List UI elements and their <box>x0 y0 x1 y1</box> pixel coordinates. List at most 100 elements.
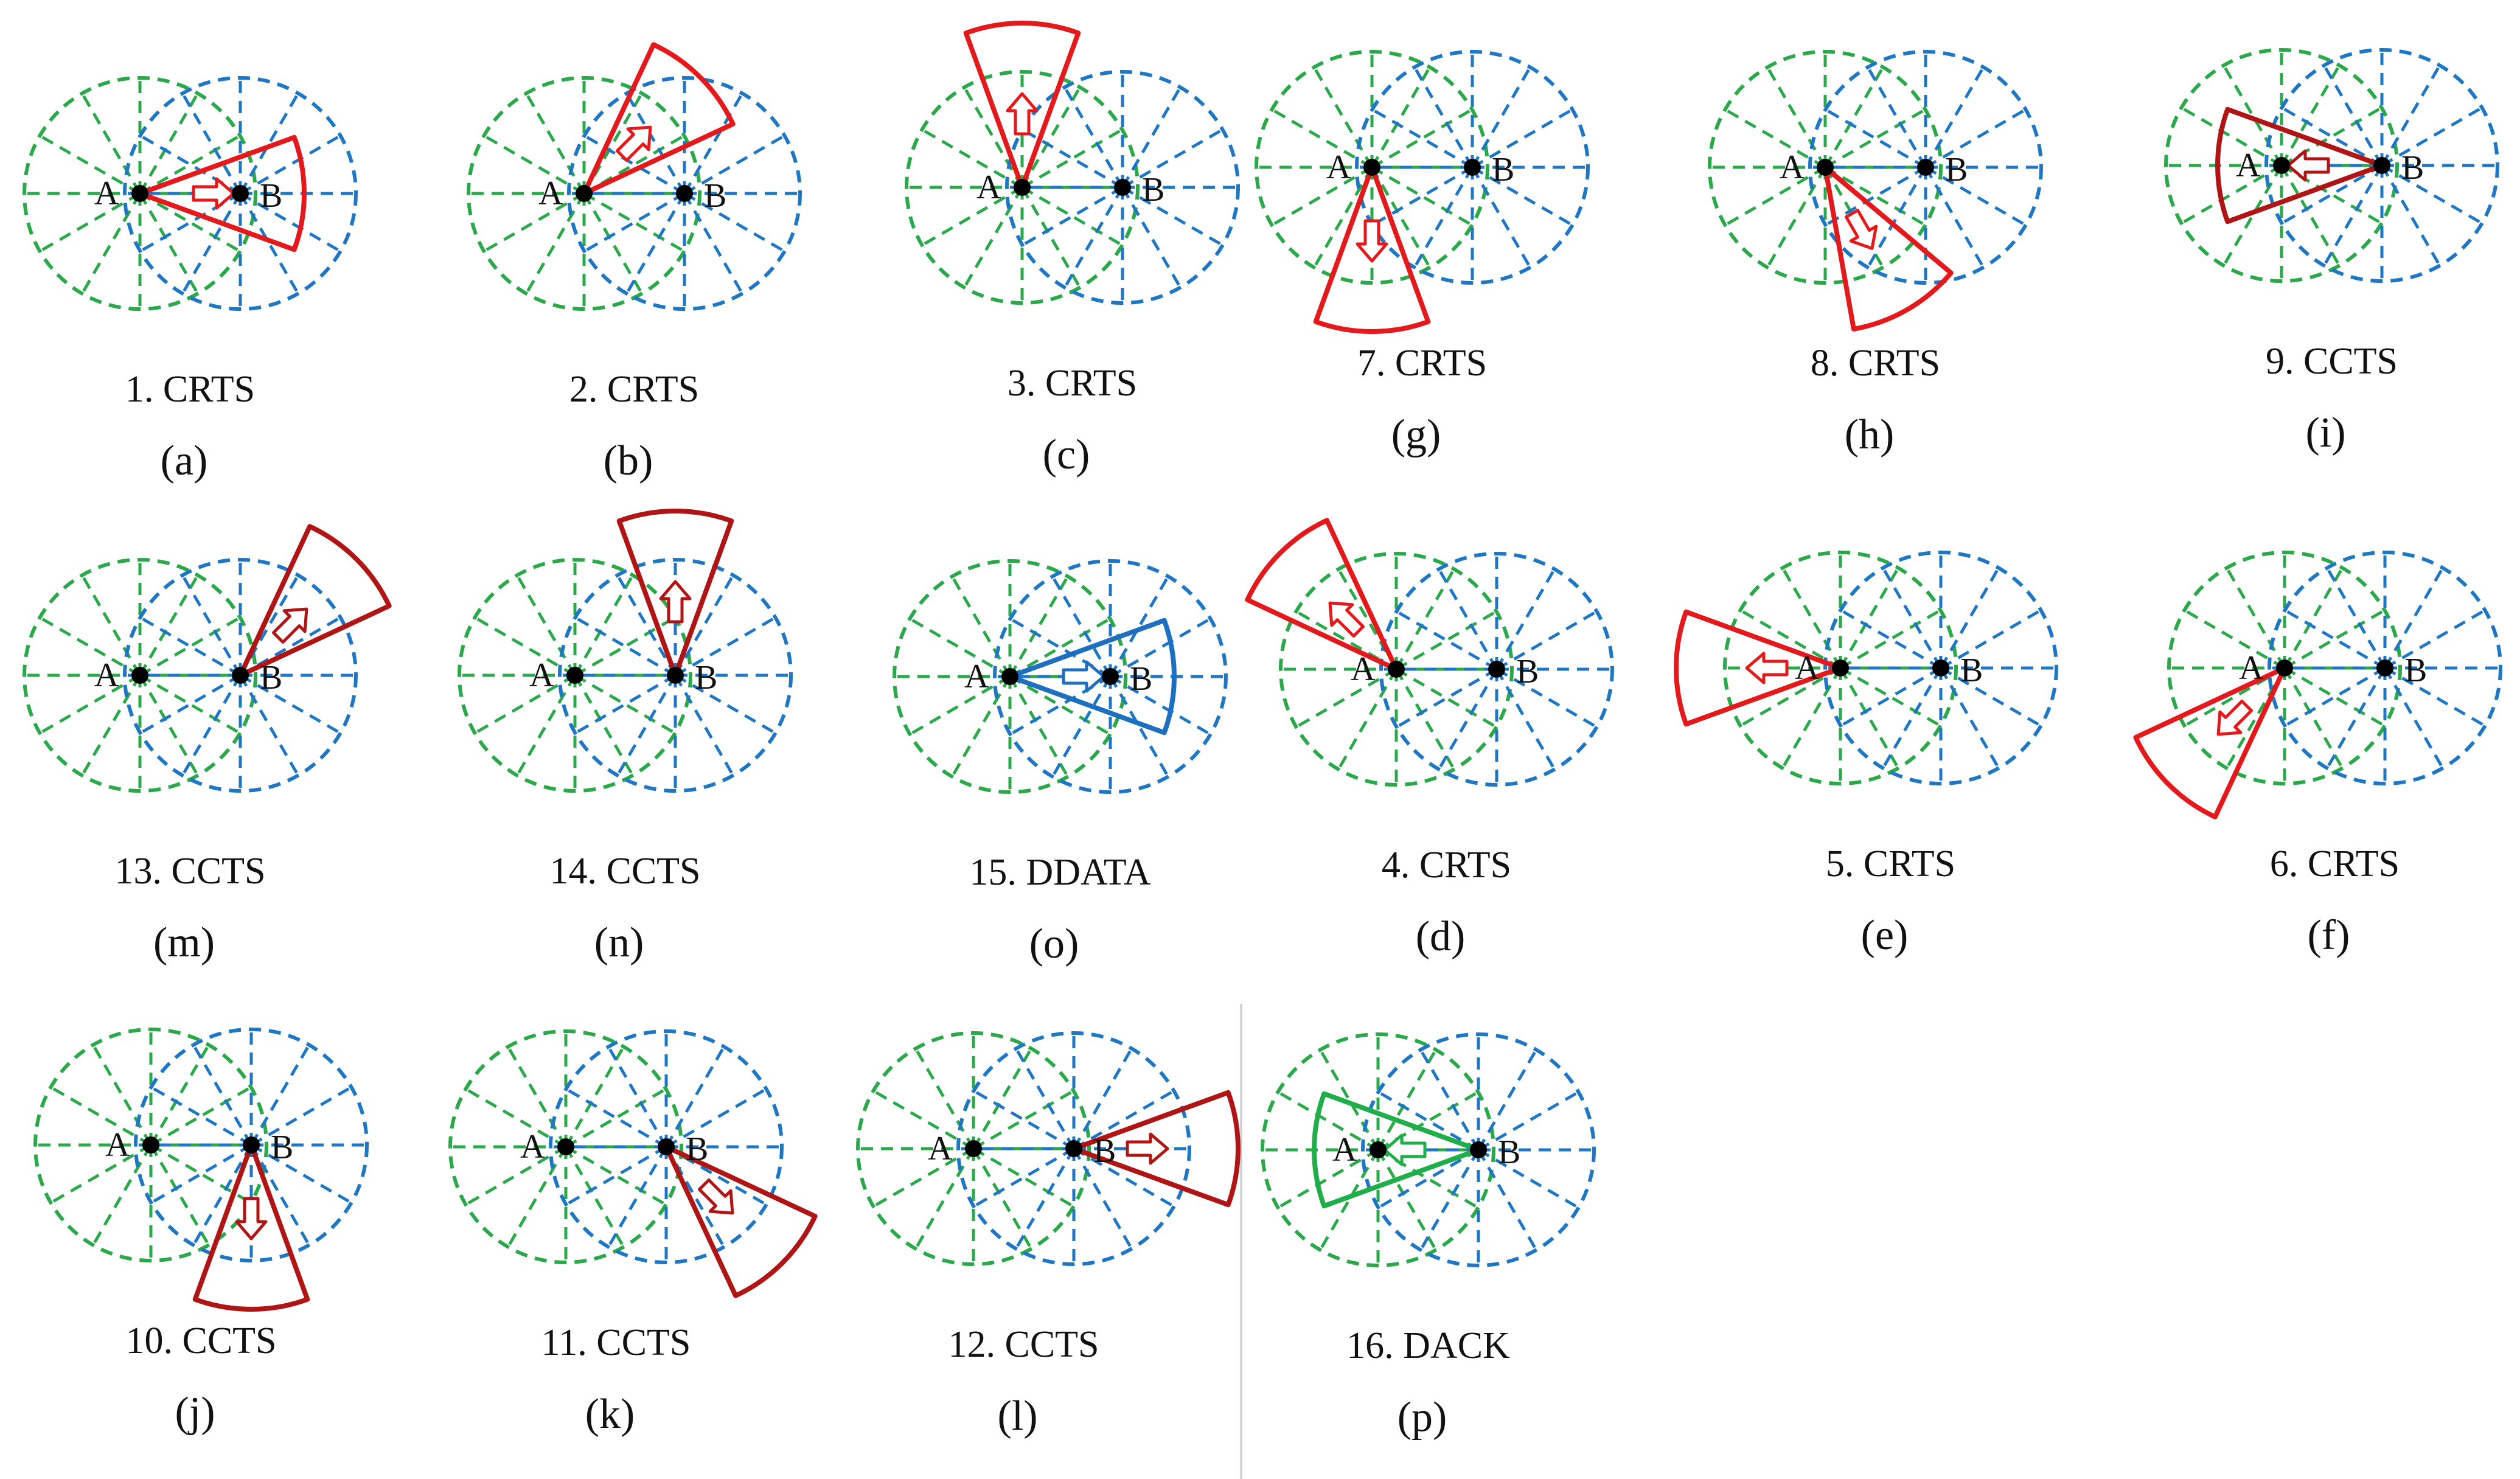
node-a-range <box>1723 551 1958 785</box>
node-a-range <box>1261 1032 1495 1267</box>
beam-sector <box>1313 165 1431 334</box>
direction-arrow-icon <box>1745 652 1789 684</box>
beam-sector <box>582 42 736 196</box>
panel-caption: 10. CCTS <box>125 1320 276 1362</box>
panel-caption: 2. CRTS <box>569 369 699 410</box>
beam-sector <box>2133 666 2287 820</box>
node-b-dot <box>1102 668 1119 685</box>
node-a-dot <box>1388 661 1405 678</box>
panel-sublabel: (i) <box>2305 409 2345 456</box>
panel-caption: 5. CRTS <box>1826 843 1955 885</box>
panel-sublabel: (d) <box>1416 913 1466 960</box>
node-a-dot <box>2276 659 2293 677</box>
node-b-range <box>1355 50 1590 285</box>
node-b-dot <box>232 667 249 684</box>
node-b-label: B <box>695 659 717 697</box>
node-a-range <box>33 1028 268 1262</box>
panel-sublabel: (g) <box>1391 411 1441 458</box>
panel-sublabel: (n) <box>594 919 644 966</box>
direction-arrow-icon <box>615 125 652 162</box>
direction-arrow-icon <box>1006 92 1039 136</box>
node-a-range <box>2164 48 2399 283</box>
node-a-label: A <box>94 175 119 212</box>
beam-sector <box>664 1144 818 1298</box>
node-a-label: A <box>105 1126 130 1164</box>
node-a-range <box>458 558 692 793</box>
direction-arrow-icon <box>1383 1133 1427 1166</box>
panel-sublabel: (m) <box>153 919 215 966</box>
node-b-label: B <box>1960 652 1983 689</box>
node-a-label: A <box>976 169 1001 206</box>
node-b-label: B <box>2401 149 2424 187</box>
beam-sector <box>238 524 392 678</box>
panel-sublabel: (p) <box>1397 1394 1447 1441</box>
beam-sector <box>2215 106 2384 224</box>
node-b-range <box>549 1029 784 1264</box>
node-b-range <box>123 558 358 793</box>
panel-caption: 16. DACK <box>1346 1325 1510 1366</box>
node-b-label: B <box>1516 653 1539 691</box>
direction-arrow-icon <box>271 607 308 644</box>
node-b-label: B <box>1498 1133 1520 1171</box>
beam-sector <box>1312 1091 1481 1209</box>
node-b-label: B <box>1093 1132 1116 1170</box>
node-b-dot <box>243 1136 260 1154</box>
node-b-label: B <box>1492 151 1514 189</box>
node-a-label: A <box>1326 148 1351 186</box>
direction-arrow-icon <box>1062 660 1105 693</box>
node-b-label: B <box>1130 660 1152 698</box>
node-b-range <box>1823 551 2058 785</box>
panel-sublabel: (o) <box>1029 920 1079 967</box>
node-a-dot <box>566 667 583 684</box>
panel-sublabel: (b) <box>604 437 653 484</box>
panel-sublabel: (c) <box>1043 431 1090 478</box>
node-b-label: B <box>686 1130 708 1168</box>
node-b-label: B <box>2404 652 2427 689</box>
node-a-label: A <box>2239 649 2264 687</box>
node-b-range <box>567 76 802 311</box>
node-b-label: B <box>260 177 282 215</box>
node-b-label: B <box>1945 151 1968 189</box>
node-b-range <box>2268 551 2502 785</box>
node-a-label: A <box>94 656 119 694</box>
node-b-dot <box>1932 659 1949 677</box>
node-a-range <box>1255 50 1489 285</box>
node-a-dot <box>2273 157 2290 174</box>
panel-sublabel: (l) <box>997 1393 1037 1439</box>
panel-caption: 7. CRTS <box>1357 343 1487 384</box>
node-a-dot <box>1817 159 1834 176</box>
node-a-label: A <box>2236 147 2261 184</box>
panel-sublabel: (h) <box>1845 411 1895 458</box>
node-a-dot <box>131 185 148 202</box>
node-b-dot <box>1917 159 1934 176</box>
node-a-range <box>893 559 1127 794</box>
node-a-dot <box>131 667 148 684</box>
node-a-dot <box>557 1138 574 1155</box>
beam-sector <box>616 509 734 678</box>
direction-arrow-icon <box>1126 1132 1169 1165</box>
beam-sector <box>1008 618 1177 736</box>
node-b-range <box>1808 50 2043 285</box>
node-a-range <box>23 558 257 793</box>
node-a-dot <box>1001 668 1018 685</box>
panel-caption: 11. CCTS <box>541 1322 691 1363</box>
panel-caption: 9. CCTS <box>2266 341 2398 382</box>
node-b-range <box>1361 1032 1596 1267</box>
node-a-range <box>467 76 701 311</box>
node-b-range <box>1005 70 1240 305</box>
node-a-dot <box>142 1136 159 1154</box>
panel-sublabel: (f) <box>2308 912 2350 959</box>
node-a-label: A <box>964 658 989 695</box>
panel-caption: 1. CRTS <box>125 369 255 410</box>
panel-g: A B 7. CRTS (g) <box>1255 50 1590 458</box>
